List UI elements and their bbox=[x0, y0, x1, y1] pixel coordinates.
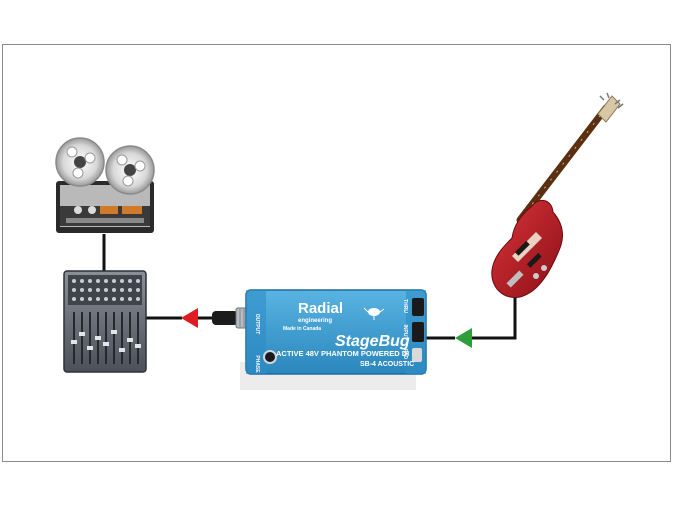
output-signal-arrow-icon bbox=[181, 308, 198, 328]
bass-guitar-icon bbox=[491, 92, 624, 298]
di-box-icon: Radial engineering Made in Canada StageB… bbox=[240, 289, 427, 390]
di-input-label: INPUT bbox=[402, 325, 408, 340]
xlr-connector-icon bbox=[212, 307, 251, 329]
audio-mixer-icon bbox=[63, 270, 147, 373]
di-output-label: OUTPUT bbox=[254, 314, 260, 335]
di-brand: Radial bbox=[298, 300, 343, 317]
di-model: StageBug bbox=[335, 333, 410, 350]
reel-to-reel-tape-recorder-icon bbox=[55, 137, 155, 233]
di-model-code: SB-4 ACOUSTIC bbox=[360, 361, 414, 368]
di-thru-label: THRU bbox=[402, 299, 408, 313]
di-phase-label: PHASE bbox=[254, 355, 260, 373]
di-description: ACTIVE 48V PHANTOM POWERED DI bbox=[276, 349, 409, 358]
di-tagline: Made in Canada bbox=[283, 326, 321, 332]
bug-logo-icon bbox=[363, 307, 385, 320]
cables bbox=[102, 234, 517, 340]
di-pad-label: PAD bbox=[402, 349, 408, 360]
di-brand-sub: engineering bbox=[298, 318, 332, 324]
diagram-frame bbox=[2, 44, 671, 462]
cable-bass-to-di bbox=[472, 295, 517, 340]
input-signal-arrow-icon bbox=[455, 328, 472, 348]
